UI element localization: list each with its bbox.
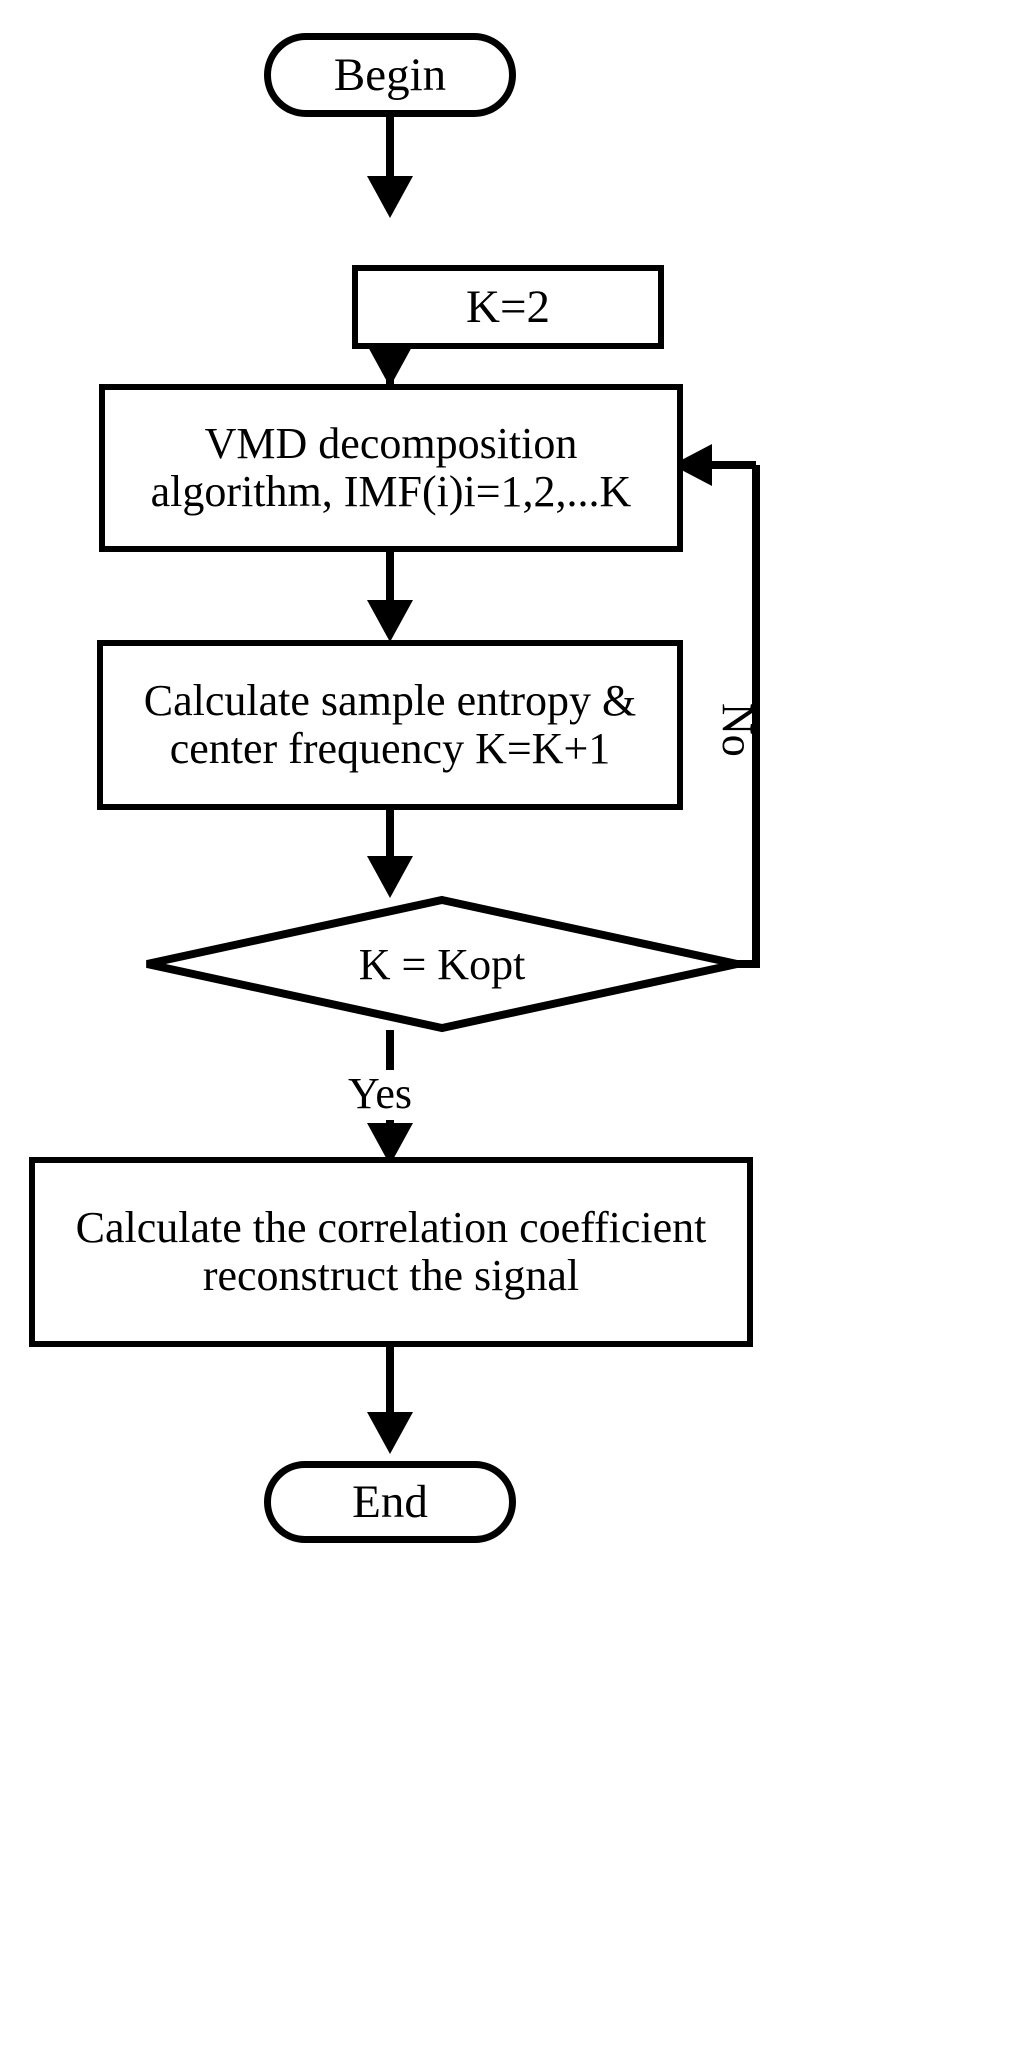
connector-no-into-vmd [700,461,756,469]
node-vmd-decomposition[interactable]: VMD decomposition algorithm, IMF(i)i=1,2… [99,384,683,552]
connector-decision-yes-vertical [386,1030,394,1070]
arrowhead-vmd-to-entropy [367,600,413,642]
node-decision-label: K = Kopt [358,939,526,989]
node-decision-k-equals-kopt[interactable]: K = Kopt [143,896,741,1032]
arrowhead-init-to-vmd [367,345,413,387]
edge-label-yes: Yes [348,1069,413,1118]
node-vmd-decomposition-label: VMD decomposition algorithm, IMF(i)i=1,2… [150,419,632,516]
arrowhead-entropy-to-decision [367,856,413,898]
node-sample-entropy-label: Calculate sample entropy & center freque… [143,676,637,773]
node-begin[interactable]: Begin [264,33,516,117]
diamond-shape-icon [143,896,741,1032]
edge-label-no: No [713,703,762,757]
connector-reconstruct-to-end [386,1347,394,1419]
node-reconstruct-signal-label: Calculate the correlation coefficient re… [75,1203,707,1300]
arrowhead-begin-to-init [367,176,413,218]
node-init-k[interactable]: K=2 [352,265,664,349]
node-begin-label: Begin [333,48,447,101]
connector-entropy-to-decision [386,810,394,868]
connector-vmd-to-entropy [386,552,394,610]
arrowhead-reconstruct-to-end [367,1412,413,1454]
node-end-label: End [352,1475,428,1528]
node-init-k-label: K=2 [466,280,550,333]
connector-decision-no-horizontal [735,960,760,968]
node-sample-entropy[interactable]: Calculate sample entropy & center freque… [97,640,683,810]
node-reconstruct-signal[interactable]: Calculate the correlation coefficient re… [29,1157,753,1347]
node-end[interactable]: End [264,1461,516,1543]
connector-decision-no-vertical [752,465,760,965]
connector-begin-to-init [386,117,394,179]
